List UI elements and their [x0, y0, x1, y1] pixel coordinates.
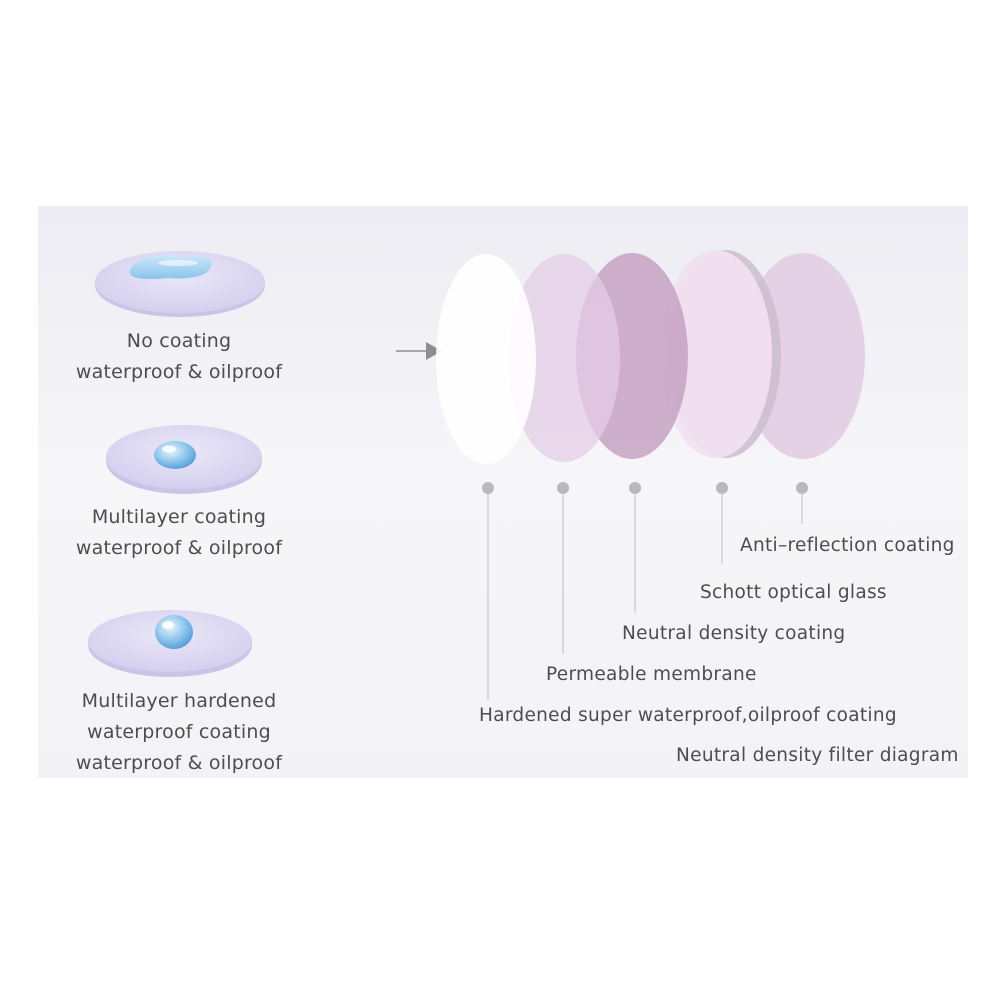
sample-disc-no-coating — [95, 251, 265, 317]
label-line: Multilayer coating — [91, 506, 267, 528]
sample-disc-multilayer — [106, 425, 262, 494]
leader-schott-glass — [716, 482, 728, 564]
label-line: No coating — [126, 330, 232, 352]
leader-hardened — [482, 482, 494, 700]
layer-label-neutral-density: Neutral density coating — [622, 623, 846, 644]
sample-label-multilayer: Multilayer coating waterproof & oilproof — [74, 502, 284, 564]
sample-disc-hardened — [88, 610, 252, 677]
label-line: waterproof coating — [87, 721, 271, 743]
layer-label-hardened-coating: Hardened super waterproof,oilproof coati… — [479, 705, 897, 726]
leader-neutral-density — [629, 482, 641, 613]
water-bead-icon — [155, 615, 193, 649]
diagram-graphics — [88, 250, 865, 700]
layer-label-schott-glass: Schott optical glass — [700, 582, 887, 603]
diagram-panel: No coating waterproof & oilproof Multila… — [38, 206, 968, 778]
label-line: waterproof & oilproof — [75, 752, 283, 774]
leader-permeable — [557, 482, 569, 654]
diagram-caption: Neutral density filter diagram — [676, 745, 959, 766]
label-line: waterproof & oilproof — [75, 537, 283, 559]
water-drop-icon — [154, 441, 196, 469]
leader-anti-reflection — [796, 482, 808, 524]
sample-label-no-coating: No coating waterproof & oilproof — [74, 326, 284, 388]
layer-hardened-coating — [436, 254, 536, 464]
layer-schott-glass — [660, 250, 772, 458]
label-line: waterproof & oilproof — [75, 361, 283, 383]
sample-label-hardened: Multilayer hardened waterproof coating w… — [74, 686, 284, 778]
arrow-right-icon — [396, 342, 442, 360]
layer-label-anti-reflection: Anti–reflection coating — [740, 535, 955, 556]
label-line: Multilayer hardened — [81, 690, 277, 712]
layer-label-permeable-membrane: Permeable membrane — [546, 664, 757, 685]
layer-permeable-membrane — [508, 254, 620, 462]
